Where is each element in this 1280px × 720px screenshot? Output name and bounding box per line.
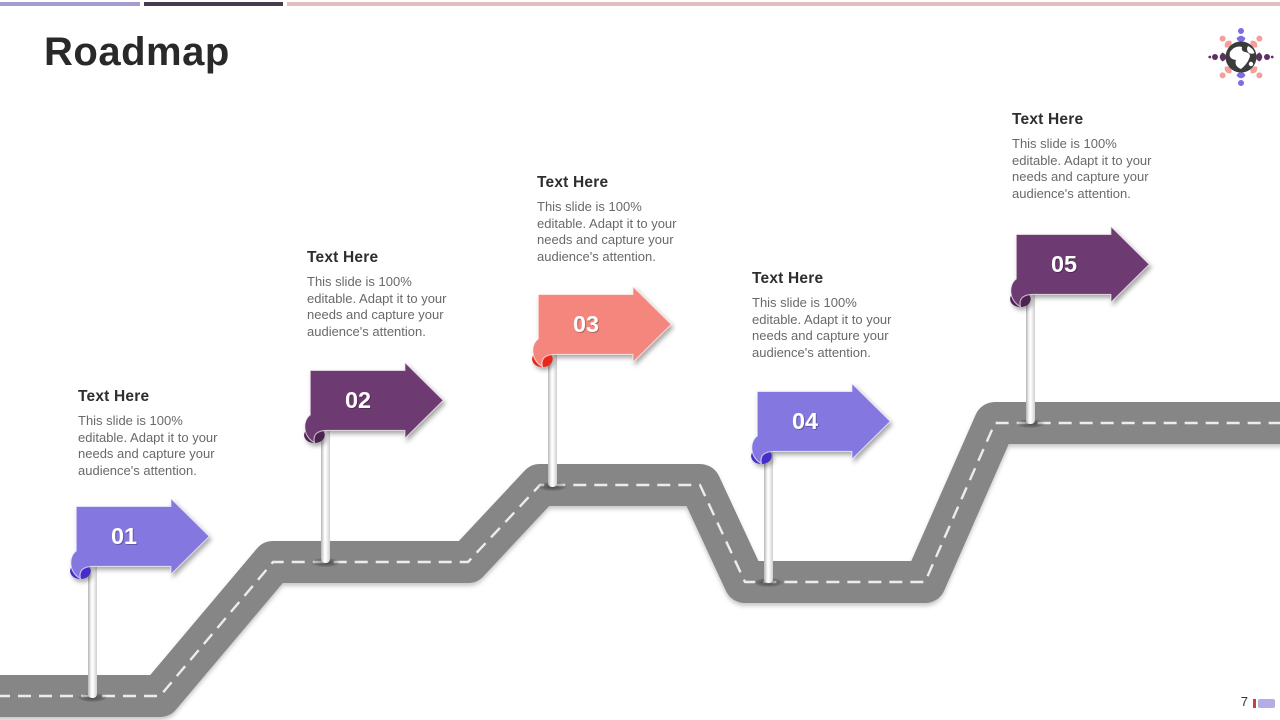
milestone-3-flag: 03 xyxy=(532,285,673,368)
page-number: 7 xyxy=(1240,694,1248,709)
milestone-5-flag: 05 xyxy=(1010,225,1151,308)
milestone-2-number: 02 xyxy=(345,387,371,413)
milestone-1-description: This slide is 100% editable. Adapt it to… xyxy=(78,413,218,478)
milestone-5-pole xyxy=(1026,277,1035,424)
footer-accent-tick xyxy=(1253,699,1256,708)
milestone-3-description: This slide is 100% editable. Adapt it to… xyxy=(537,199,677,264)
milestone-4-flag: 04 xyxy=(751,382,892,465)
milestone-5-text: Text Here This slide is 100% editable. A… xyxy=(1012,111,1187,202)
milestone-3-heading: Text Here xyxy=(537,174,609,191)
milestone-3-number: 03 xyxy=(573,311,599,337)
milestone-2-heading: Text Here xyxy=(307,249,379,266)
globe-icon xyxy=(1225,41,1257,73)
milestone-1-pole xyxy=(88,551,97,698)
milestone-3-text: Text Here This slide is 100% editable. A… xyxy=(537,174,712,265)
milestone-5-description: This slide is 100% editable. Adapt it to… xyxy=(1012,136,1152,201)
road-center-dashes xyxy=(0,421,1280,698)
top-accent-bar-left xyxy=(0,2,140,6)
milestone-1-text: Text Here This slide is 100% editable. A… xyxy=(78,388,253,479)
milestone-1-heading: Text Here xyxy=(78,388,150,405)
milestone-4-text: Text Here This slide is 100% editable. A… xyxy=(752,270,927,361)
milestone-4-description: This slide is 100% editable. Adapt it to… xyxy=(752,295,892,360)
milestone-1-flag: 01 xyxy=(70,497,211,580)
milestone-3-pole xyxy=(548,340,557,487)
milestone-4-number: 04 xyxy=(792,408,818,434)
people-ring-icon xyxy=(1208,28,1274,86)
milestone-2-text: Text Here This slide is 100% editable. A… xyxy=(307,249,482,340)
milestone-2-description: This slide is 100% editable. Adapt it to… xyxy=(307,274,447,339)
company-logo xyxy=(1208,28,1274,86)
milestone-2-flag: 02 xyxy=(304,361,445,444)
milestone-5-number: 05 xyxy=(1051,251,1077,277)
milestone-2-pole xyxy=(321,416,330,563)
milestone-5-heading: Text Here xyxy=(1012,111,1084,128)
milestone-4-pole xyxy=(764,436,773,583)
milestone-4-heading: Text Here xyxy=(752,270,824,287)
milestone-1-number: 01 xyxy=(111,523,137,549)
footer-accent-bar xyxy=(1258,699,1275,708)
top-accent-bar-middle xyxy=(144,2,283,6)
page-title: Roadmap xyxy=(44,30,230,74)
top-accent-bar-right xyxy=(287,2,1280,6)
